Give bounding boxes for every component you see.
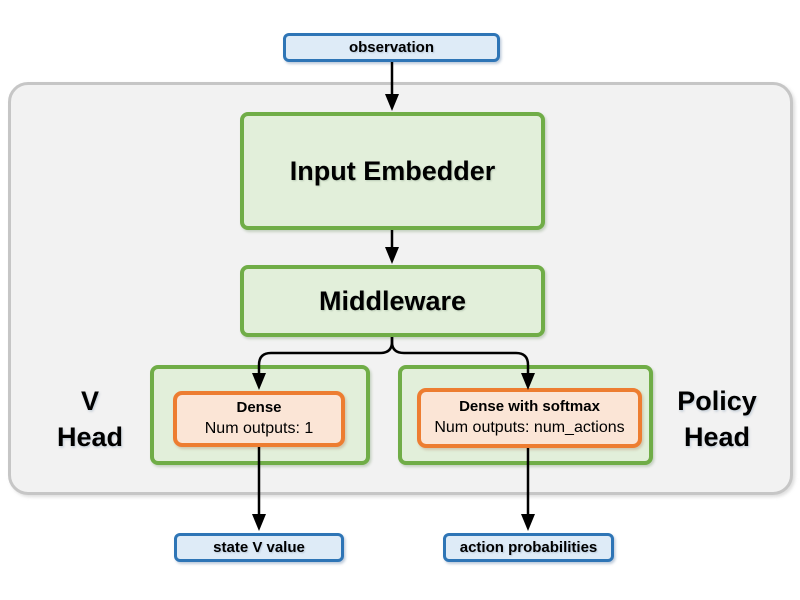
policy-head-dense-title: Dense with softmax [459,398,600,416]
v-head-dense-node: Dense Num outputs: 1 [173,391,345,447]
policy-head-label: Policy Head [677,386,757,452]
arrowhead-v-head-to-state-value [252,514,266,531]
policy-head-dense-subtitle: Num outputs: num_actions [434,419,625,437]
middleware-node: Middleware [240,265,545,337]
action-probabilities-node: action probabilities [443,533,614,562]
policy-head-dense-node: Dense with softmax Num outputs: num_acti… [417,388,642,448]
observation-label: observation [348,39,435,56]
v-head-dense-subtitle: Num outputs: 1 [204,420,314,438]
input-embedder-label: Input Embedder [289,155,496,186]
input-embedder-node: Input Embedder [240,112,545,230]
arrowhead-policy-head-to-action-probs [521,514,535,531]
middleware-label: Middleware [318,285,467,316]
state-v-value-node: state V value [174,533,344,562]
observation-node: observation [283,33,500,62]
action-probabilities-label: action probabilities [459,539,598,556]
v-head-label: V Head [56,386,124,452]
v-head-dense-title: Dense [236,399,282,417]
state-v-value-label: state V value [213,539,305,556]
